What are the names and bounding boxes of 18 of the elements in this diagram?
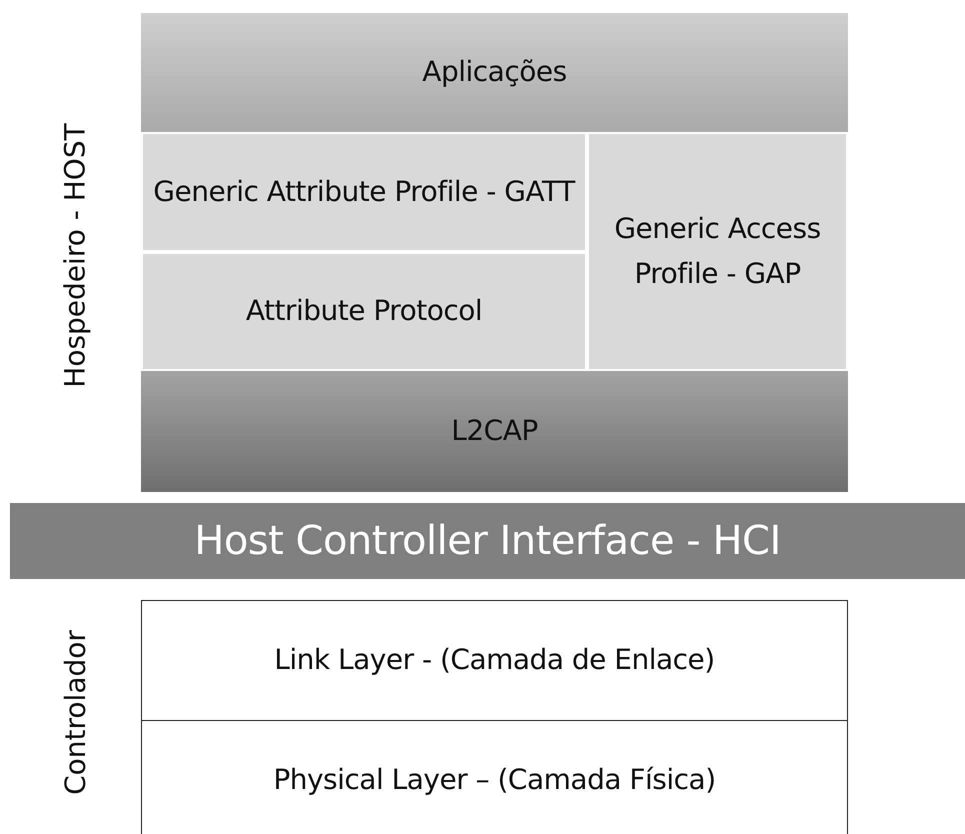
layer-label: Attribute Protocol — [244, 293, 484, 330]
layer-label: Aplicações — [421, 54, 568, 90]
layer-label: Link Layer - (Camada de Enlace) — [273, 642, 716, 678]
side-label: Controlador — [58, 630, 92, 794]
layer-label: Generic Attribute Profile - GATT — [152, 174, 576, 210]
layer-box — [141, 720, 848, 834]
layer-box — [141, 371, 848, 492]
layer-box — [141, 132, 587, 252]
layer-box — [141, 600, 848, 721]
layer-box — [141, 252, 587, 371]
layer-label: Generic Access Profile - GAP — [613, 210, 822, 292]
layer-box — [587, 132, 848, 371]
layer-label: L2CAP — [450, 413, 539, 450]
layer-label: Host Controller Interface - HCI — [193, 517, 782, 566]
layer-box — [141, 13, 848, 132]
layer-label: Physical Layer – (Camada Física) — [272, 762, 717, 798]
side-label: Hospedeiro - HOST — [58, 122, 92, 388]
interface-band — [10, 503, 965, 579]
